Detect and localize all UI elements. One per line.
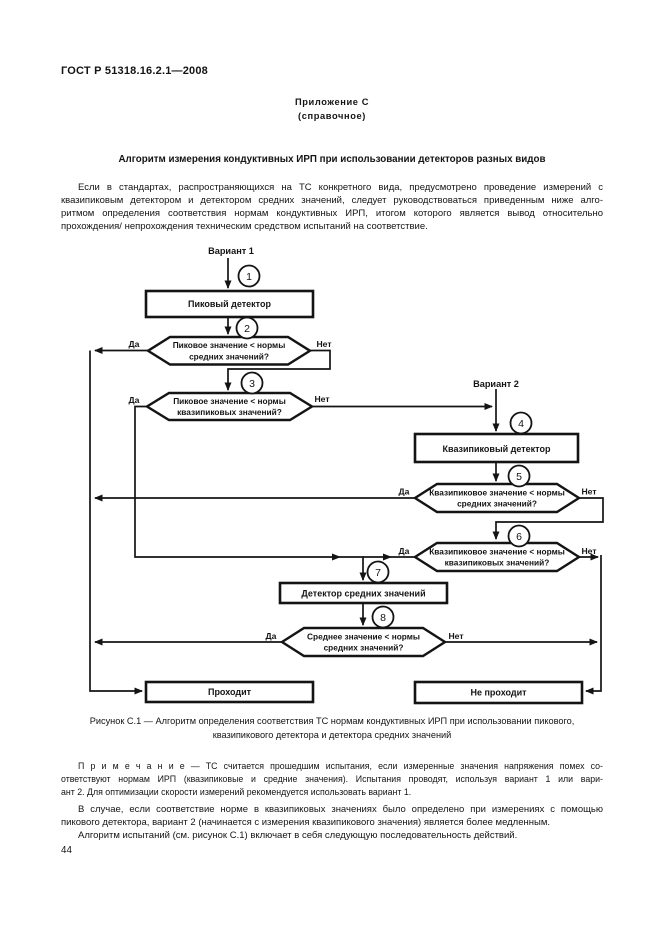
d1-no-label: Нет	[316, 339, 331, 349]
decision-3-line1: Квазипиковое значение < нормы	[429, 488, 565, 498]
fail-box	[413, 680, 584, 705]
decision-5-line1: Среднее значение < нормы	[307, 632, 420, 642]
text-line: Алгоритм испытаний (см. рисунок С.1) вкл…	[78, 830, 518, 841]
caption-line: Рисунок С.1 — Алгоритм определения соотв…	[89, 716, 575, 726]
step-number: 8	[380, 612, 386, 624]
decision-4-shape	[412, 541, 582, 573]
decision-5-shape	[279, 626, 448, 658]
step-number: 5	[516, 471, 522, 483]
step-number: 7	[375, 567, 381, 579]
text-line: П р и м е ч а н и е — ТС считается проше…	[78, 761, 603, 771]
page-title: Алгоритм измерения кондуктивных ИРП при …	[118, 154, 546, 165]
appendix-heading: Приложение С (справочное)	[61, 96, 603, 123]
step-circle-5: 5	[507, 464, 531, 488]
d3-no-label: Нет	[581, 487, 596, 497]
step-circle-3: 3	[240, 371, 264, 395]
body-paragraph-2: В случае, если соответствие норме в кваз…	[61, 803, 603, 829]
text-line: ритмом определения соответствия нормам к…	[61, 208, 603, 219]
text-line: ответствуют нормам ИРП (квазипиковые и с…	[61, 774, 603, 784]
text-line: ант 2. Для оптимизации скорости измерени…	[61, 787, 412, 797]
step-number: 1	[246, 271, 252, 283]
decision-1-line1: Пиковое значение < нормы	[173, 340, 286, 350]
d5-no-label: Нет	[448, 631, 463, 641]
decision-2-line1: Пиковое значение < нормы	[173, 396, 286, 406]
step-number: 6	[516, 531, 522, 543]
step-circle-6: 6	[507, 524, 531, 548]
peak-detector-label: Пиковый детектор	[188, 299, 271, 309]
decision-1-line2: средних значений?	[189, 352, 269, 362]
decision-5-line2: средних значений?	[324, 643, 404, 653]
step-circle-1: 1	[237, 264, 261, 288]
d2-no-label: Нет	[314, 394, 329, 404]
d3-yes-label: Да	[399, 487, 410, 497]
decision-4-line2: квазипиковых значений?	[445, 558, 550, 568]
decision-1-shape	[145, 335, 313, 366]
step-circle-4: 4	[509, 411, 533, 435]
average-detector-label: Детектор средних значений	[301, 589, 425, 599]
decision-3-shape	[412, 482, 582, 514]
fail-label: Не проходит	[470, 688, 527, 698]
average-detector-box	[278, 581, 449, 605]
step-number: 4	[518, 418, 524, 430]
decision-3-line2: средних значений?	[457, 499, 537, 509]
appendix-kind: (справочное)	[298, 110, 366, 121]
caption-line: квазипикового детектора и детектора сред…	[212, 729, 452, 740]
step-circle-2: 2	[235, 316, 259, 340]
peak-detector-box	[144, 289, 315, 319]
figure-caption: Рисунок С.1 — Алгоритм определения соотв…	[61, 715, 603, 742]
intro-paragraph: Если в стандартах, распространяющихся на…	[61, 181, 603, 233]
decision-2-line2: квазипиковых значений?	[177, 407, 282, 417]
text-line: квазипиковым детектором и детектором сре…	[61, 195, 603, 206]
text-line: В случае, если соответствие норме в кваз…	[78, 804, 603, 815]
quasipeak-detector-label: Квазипиковый детектор	[443, 444, 551, 454]
d2-yes-label: Да	[129, 395, 140, 405]
doc-header: ГОСТ Р 51318.16.2.1—2008	[61, 65, 208, 77]
page-number: 44	[61, 845, 72, 856]
text-line: прохождения/ непрохождения техническим с…	[61, 221, 428, 232]
flowchart-figure: Вариант 1 Вариант 2 Пиковый детектор Ква…	[89, 246, 604, 705]
text-line: пикового детектора, вариант 2 (начинаетс…	[61, 817, 551, 828]
appendix-label: Приложение С	[294, 97, 370, 107]
arrowhead-mid-left	[332, 553, 341, 561]
variant2-label: Вариант 2	[473, 379, 519, 389]
step-circle-8: 8	[371, 605, 395, 629]
pass-label: Проходит	[208, 687, 252, 697]
d5-yes-label: Да	[266, 631, 277, 641]
arrow-d1-no	[224, 349, 331, 391]
line-left-rail-to-pass	[89, 350, 143, 695]
variant1-label: Вариант 1	[208, 246, 254, 256]
decision-4-line1: Квазипиковое значение < нормы	[429, 547, 565, 557]
pass-box	[144, 680, 315, 704]
d1-yes-label: Да	[129, 339, 140, 349]
quasipeak-detector-box	[413, 432, 580, 464]
text-line: Если в стандартах, распространяющихся на…	[78, 182, 603, 193]
line-d2-yes-to-average	[134, 405, 367, 581]
d4-yes-label: Да	[399, 546, 410, 556]
step-circle-7: 7	[366, 560, 390, 584]
body-paragraph-3: Алгоритм испытаний (см. рисунок С.1) вкл…	[61, 829, 603, 842]
d4-no-label: Нет	[581, 546, 596, 556]
decision-2-shape	[144, 391, 315, 422]
step-number: 2	[244, 323, 250, 335]
line-right-rail-to-fail	[585, 555, 602, 695]
arrow-d3-no	[492, 497, 604, 540]
step-number: 3	[249, 378, 255, 390]
note-paragraph: П р и м е ч а н и е — ТС считается проше…	[61, 760, 603, 799]
